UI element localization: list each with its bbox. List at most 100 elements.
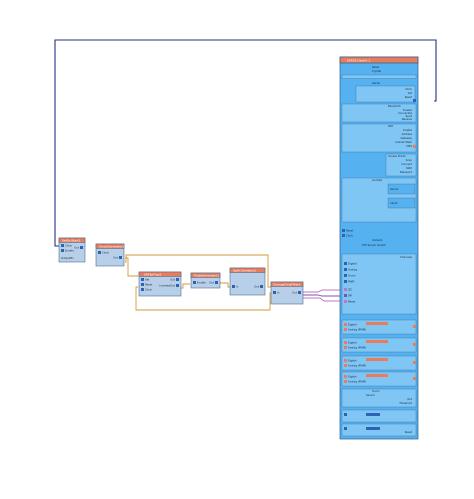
input-pin-icon[interactable] <box>344 294 347 297</box>
pin-label: Clock <box>145 288 153 292</box>
input-pin-icon[interactable] <box>344 427 347 430</box>
pin-label: Set <box>145 278 149 282</box>
section-label: WiFi <box>388 124 394 128</box>
input-pin-icon[interactable] <box>344 288 347 291</box>
node-set-on-start[interactable]: SetOnStart1 Clock Enable Out OutputPin <box>58 237 86 263</box>
node-esp32-board[interactable]: ESP32 DevKit 1 Reset Crystal Serial Cloc… <box>339 56 419 440</box>
input-pin-icon[interactable] <box>344 323 347 326</box>
feedback-wire[interactable] <box>54 39 437 247</box>
section-label: Touch <box>372 389 380 393</box>
wire-loop-large[interactable] <box>125 254 272 288</box>
channel-block: Digital Analog (PWM) <box>341 355 417 371</box>
pin-label: Reset <box>145 283 152 287</box>
input-pin-icon[interactable] <box>273 291 276 294</box>
pin-label: Scan <box>406 158 413 162</box>
wire-loop-bottom[interactable] <box>135 283 272 311</box>
input-pin-icon[interactable] <box>344 380 347 383</box>
pin-label: Out <box>292 291 297 295</box>
pin-label: Analog (PWM) <box>348 364 366 368</box>
wire-filter-to-board-1[interactable] <box>302 289 340 293</box>
pin-label: In <box>236 285 239 289</box>
pin-label: Subnet Mask <box>395 140 412 144</box>
input-pin-icon[interactable] <box>344 280 347 283</box>
input-pin-icon[interactable] <box>141 288 144 291</box>
row-label: Outputs <box>372 238 383 242</box>
pin-label: Receive <box>402 117 413 121</box>
input-pin-icon[interactable] <box>344 346 347 349</box>
pin-label: Client <box>390 201 398 205</box>
section-label: Access Points <box>388 154 406 158</box>
input-pin-icon[interactable] <box>344 262 347 265</box>
input-pin-icon[interactable] <box>141 278 144 281</box>
wire-pulse-to-split[interactable] <box>220 282 231 288</box>
pin-label: Out <box>407 397 412 401</box>
pin-label: I2C <box>348 288 352 292</box>
wire-filter-to-board-3[interactable] <box>302 297 340 302</box>
input-pin-icon[interactable] <box>344 359 347 362</box>
output-pin-icon[interactable] <box>260 285 263 288</box>
pin-label: Out <box>254 285 259 289</box>
input-pin-icon[interactable] <box>344 375 347 378</box>
pin-label: Clock <box>102 251 110 255</box>
pin-label: Enable <box>403 108 412 112</box>
node-sr-flipflop[interactable]: SRFlipFlop1 Set Reset Clock Out Inverted… <box>138 271 182 297</box>
pin-label: Clock <box>346 234 354 238</box>
pin-label: PWM <box>348 280 354 284</box>
channel-block: Digital Analog (PWM) <box>341 371 417 387</box>
node-pulse-generator[interactable]: PulseGenerator1 Enable Out <box>190 272 221 289</box>
output-pin-icon[interactable] <box>413 99 416 102</box>
output-pin-icon[interactable] <box>80 246 83 249</box>
node-title: SRFlipFlop1 <box>144 273 162 277</box>
input-pin-icon[interactable] <box>61 244 64 247</box>
input-pin-icon[interactable] <box>98 251 101 254</box>
input-pin-icon[interactable] <box>344 268 347 271</box>
pin-label: Analog <box>348 268 357 272</box>
node-title: PulseGenerator1 <box>194 274 219 278</box>
serial-row[interactable] <box>341 74 417 79</box>
pin-label: Address <box>402 132 413 136</box>
output-pin-icon[interactable] <box>413 325 416 328</box>
input-pin-icon[interactable] <box>232 285 235 288</box>
output-pin-icon[interactable] <box>176 278 179 281</box>
output-pin-icon[interactable] <box>298 291 301 294</box>
output-pin-icon[interactable] <box>119 256 122 259</box>
input-pin-icon[interactable] <box>344 300 347 303</box>
input-pin-icon[interactable] <box>344 413 347 416</box>
pin-label: Reset <box>348 300 355 304</box>
section-label: Bluetooth <box>388 104 401 108</box>
access-points-section <box>385 153 417 177</box>
pin-label: Out <box>74 246 79 250</box>
node-change-only-filter[interactable]: ChangeOnlyFilter1 In Out <box>270 281 304 305</box>
node-clock-generator[interactable]: ClockGenerator1 Clock Out <box>95 243 124 267</box>
channel-block: Digital Analog (PWM) <box>341 337 417 353</box>
input-pin-icon[interactable] <box>193 281 196 284</box>
output-pin-icon[interactable] <box>413 343 416 346</box>
node-split-combine[interactable]: Split-Combine1 In Out <box>229 267 266 296</box>
channel-bar <box>366 358 388 361</box>
wire-clock-to-flipflop[interactable] <box>125 257 138 277</box>
socket-client[interactable] <box>387 197 416 209</box>
input-pin-icon[interactable] <box>344 341 347 344</box>
pin-label: Digital <box>348 323 357 327</box>
pin-label: Out <box>170 278 175 282</box>
wire-filter-to-board-2[interactable] <box>302 294 340 297</box>
input-pin-icon[interactable] <box>344 364 347 367</box>
input-pin-icon[interactable] <box>342 229 345 232</box>
channel-bar <box>366 322 388 325</box>
output-pin-icon[interactable] <box>215 281 218 284</box>
section-label: Sockets <box>372 178 383 182</box>
input-pin-icon[interactable] <box>141 283 144 286</box>
input-pin-icon[interactable] <box>61 249 64 252</box>
pin-label: Digital <box>348 375 357 379</box>
input-pin-icon[interactable] <box>344 274 347 277</box>
pin-label: InvertedOut <box>159 284 175 288</box>
socket-server[interactable] <box>387 183 416 195</box>
pin-label: Set <box>408 91 412 95</box>
output-pin-icon[interactable] <box>413 377 416 380</box>
node-title: SetOnStart1 <box>62 239 81 243</box>
output-pin-icon[interactable] <box>413 361 416 364</box>
input-pin-icon[interactable] <box>344 328 347 331</box>
output-pin-icon[interactable] <box>176 284 179 287</box>
output-pin-icon[interactable] <box>413 145 416 148</box>
input-pin-icon[interactable] <box>342 234 345 237</box>
